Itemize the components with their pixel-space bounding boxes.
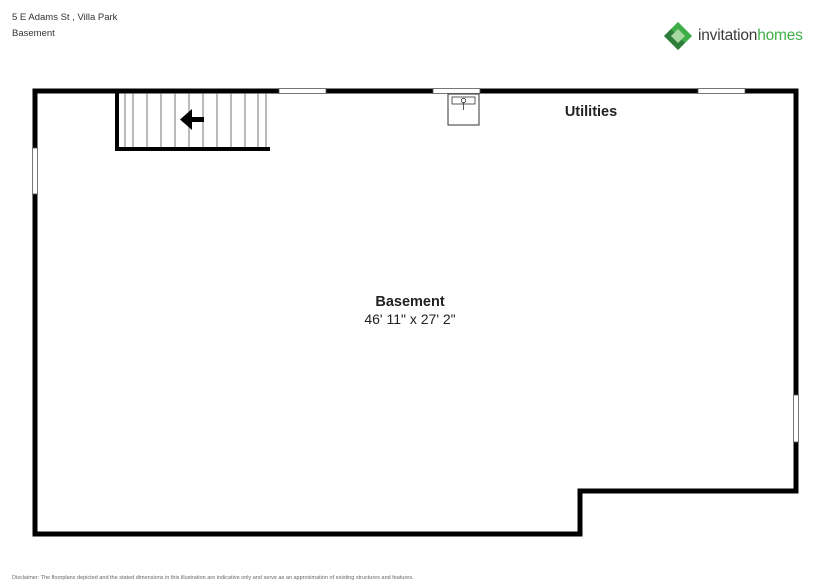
exterior-wall	[32, 88, 799, 537]
sink-icon	[447, 93, 480, 126]
window	[793, 394, 799, 443]
stair-wall	[115, 91, 270, 151]
property-address: 5 E Adams St , Villa Park	[12, 12, 118, 23]
brand-logo: invitationhomes	[663, 21, 803, 51]
window	[432, 88, 481, 94]
window	[697, 88, 746, 94]
window	[32, 147, 38, 195]
brand-name-part1: invitation	[698, 27, 758, 44]
disclaimer-text: Disclaimer: The floorplans depicted and …	[12, 575, 414, 581]
room-label-basement: Basement	[375, 294, 445, 310]
room-label-utilities: Utilities	[564, 104, 618, 120]
brand-name: invitationhomes	[698, 27, 803, 45]
brand-name-part2: homes	[757, 27, 803, 44]
invitation-homes-logo-icon	[664, 22, 692, 50]
stairs-arrow-left-icon	[180, 109, 204, 130]
room-dimensions-basement: 46' 11" x 27' 2"	[364, 311, 456, 327]
window	[278, 88, 327, 94]
staircase	[115, 91, 270, 151]
floor-level-label: Basement	[12, 28, 55, 39]
